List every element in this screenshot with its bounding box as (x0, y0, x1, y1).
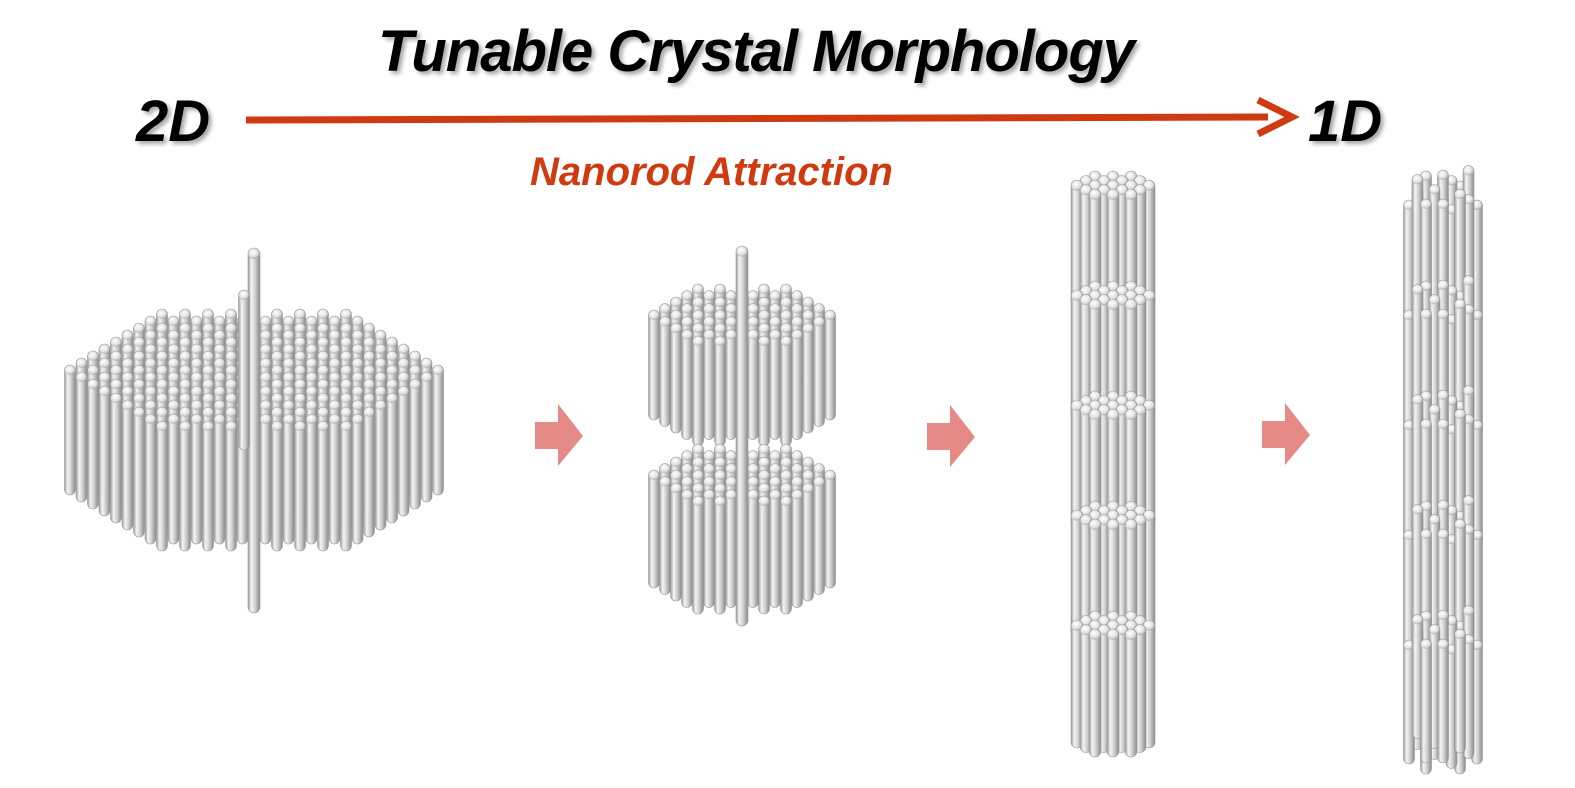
nanorod (202, 420, 214, 552)
nanorod (648, 309, 660, 421)
nanorod (190, 413, 203, 545)
nanorod (681, 329, 693, 440)
nanorod (725, 329, 737, 440)
nanorod (156, 420, 168, 552)
nanorod (1454, 628, 1466, 754)
nanorod (769, 329, 781, 440)
nanorod (121, 399, 134, 531)
nanorod (714, 335, 726, 447)
nanorod (824, 469, 836, 589)
nanorod (238, 289, 250, 451)
nanorod (813, 316, 825, 427)
step-arrow-1 (535, 404, 583, 466)
nanorod (670, 322, 682, 434)
nanorod (110, 392, 122, 524)
nanorod (374, 399, 387, 531)
nanorod (64, 364, 76, 496)
nanorod (144, 413, 157, 545)
nanorod (432, 364, 444, 496)
nanorod (747, 329, 759, 440)
nanorod (1088, 628, 1102, 758)
nanorod (659, 316, 671, 427)
nanorod (98, 385, 111, 517)
stage-stacked-double-platelet (648, 245, 836, 627)
nanorod (75, 371, 88, 503)
nanorod (791, 329, 803, 440)
nanorod (1420, 638, 1432, 764)
nanorod (758, 335, 770, 447)
nanorod (791, 489, 803, 608)
nanorod (659, 476, 671, 595)
nanorod (780, 335, 792, 447)
nanorod (305, 413, 318, 545)
nanorod (225, 420, 237, 552)
nanorod (351, 413, 364, 545)
nanorod (1124, 628, 1138, 758)
nanorod (670, 482, 682, 602)
nanorod (1106, 628, 1120, 758)
nanorod (386, 392, 398, 524)
nanorod (420, 371, 433, 503)
nanorod (259, 413, 272, 545)
nanorod (692, 335, 704, 447)
nanorod (802, 322, 814, 434)
stage-segmented-column (1070, 170, 1156, 758)
nanorod (397, 385, 410, 517)
main-arrow (245, 96, 1300, 138)
nanorod (703, 329, 715, 440)
nanorod (824, 309, 836, 421)
nanorod (714, 495, 726, 615)
nanorod (340, 420, 352, 552)
nanorod (317, 420, 329, 552)
nanorod (648, 469, 660, 589)
step-arrow-3 (1262, 403, 1310, 465)
nanorod (271, 420, 283, 552)
nanorod (282, 413, 295, 545)
nanorod (1437, 638, 1449, 764)
nanorod (769, 489, 781, 608)
nanorod (813, 476, 825, 595)
arrow-label: Nanorod Attraction (530, 150, 893, 194)
nanorod (802, 482, 814, 602)
nanorod (363, 406, 375, 538)
stage-hexagonal-platelet (64, 247, 444, 614)
nanorod (247, 247, 261, 614)
nanorod (725, 489, 737, 608)
nanorod (692, 495, 704, 615)
nanorod (294, 420, 306, 552)
step-arrow-2 (927, 405, 975, 467)
diagram-title: Tunable Crystal Morphology (378, 19, 1135, 84)
end-dimension-label: 1D (1308, 89, 1383, 154)
nanorod (167, 413, 180, 545)
nanorod (213, 413, 226, 545)
nanorod (681, 489, 693, 608)
nanorod (179, 420, 191, 552)
nanorod (703, 489, 715, 608)
nanorod (747, 489, 759, 608)
nanorod (133, 406, 145, 538)
nanorod (758, 495, 770, 615)
nanorod (409, 378, 421, 510)
nanorod (328, 413, 341, 545)
nanorod (780, 495, 792, 615)
nanorod (735, 245, 749, 627)
start-dimension-label: 2D (136, 89, 211, 154)
nanorod (87, 378, 99, 510)
stage-staggered-column (1403, 165, 1483, 775)
